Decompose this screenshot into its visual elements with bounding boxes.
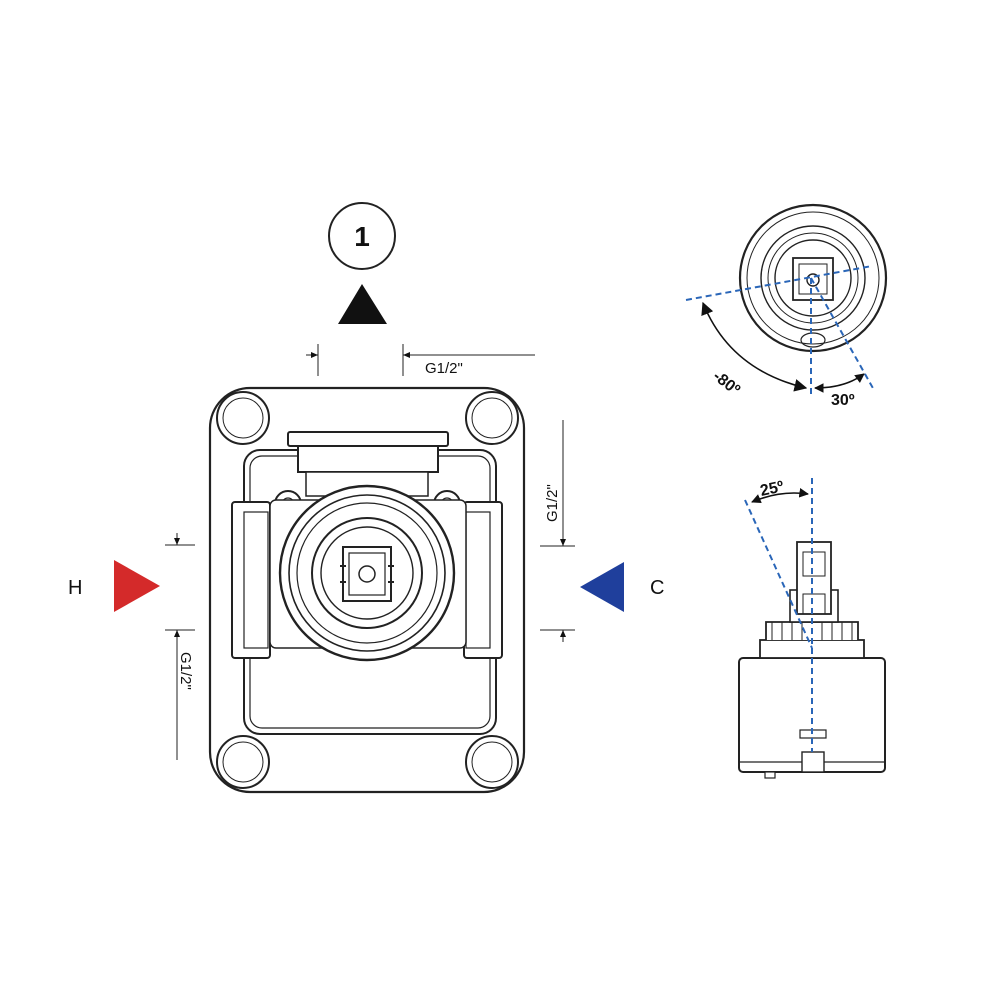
rotation-arcs <box>701 301 865 393</box>
hot-label: H <box>68 577 82 599</box>
cartridge-top-view <box>738 203 888 353</box>
tilt-guides <box>744 478 813 752</box>
hot-inlet-port <box>231 501 271 659</box>
tilt-label: 25º <box>759 478 786 500</box>
top-dimension <box>306 344 535 376</box>
right-dimension <box>540 420 575 642</box>
tilt-arc <box>751 488 809 504</box>
rotation-right-label: 30º <box>831 392 855 409</box>
cold-inlet-arrow <box>580 562 624 612</box>
callout-marker: 1 <box>328 202 396 324</box>
cold-inlet-port <box>463 501 503 659</box>
left-dimension-label: G1/2" <box>177 652 194 690</box>
spindle <box>342 546 392 602</box>
left-dimension <box>165 533 195 760</box>
rotation-guides <box>685 265 875 398</box>
outlet-arrow-up <box>338 284 387 324</box>
callout-number: 1 <box>354 221 370 252</box>
right-dimension-label: G1/2" <box>544 484 561 522</box>
outlet-neck <box>297 445 439 473</box>
valve-body-front <box>208 386 526 794</box>
corner-hole-bottom-right <box>465 735 519 789</box>
corner-hole-bottom-left <box>216 735 270 789</box>
cold-label: C <box>650 577 664 599</box>
top-dimension-label: G1/2" <box>425 360 463 377</box>
hot-inlet-arrow <box>114 560 160 612</box>
rotation-left-label: -80º <box>710 368 743 399</box>
corner-hole-top-right <box>465 391 519 445</box>
cartridge-side-view <box>738 541 886 779</box>
top-bar <box>287 431 449 447</box>
cartridge-stem <box>796 541 832 615</box>
corner-hole-top-left <box>216 391 270 445</box>
callout-circle <box>328 202 396 270</box>
